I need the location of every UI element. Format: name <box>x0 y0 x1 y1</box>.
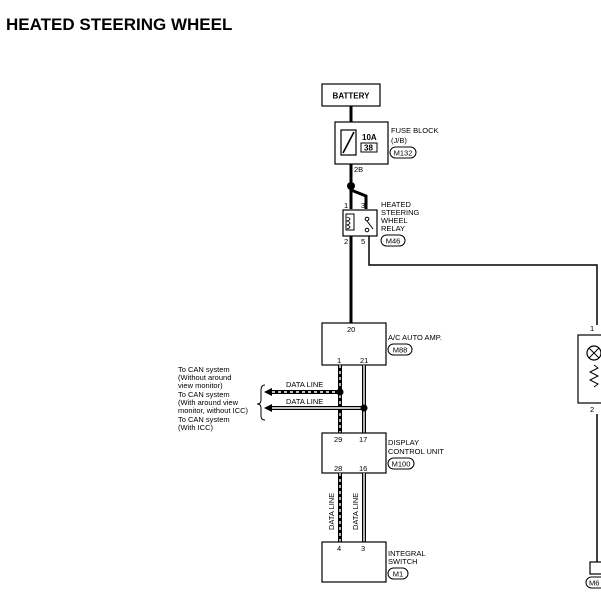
battery-block: BATTERY <box>321 83 381 107</box>
wire-splice-relay-pin3 <box>350 188 368 209</box>
ac-amp-block: 20 1 21 A/C AUTO AMP. M88 <box>321 322 442 366</box>
can-note-line-5: (With around view <box>178 398 239 407</box>
ac-amp-pin-21: 21 <box>360 356 368 365</box>
relay-coil-icon <box>345 213 355 231</box>
fuse-element <box>342 131 355 154</box>
wire-relay-right <box>368 236 598 325</box>
display-connector: M100 <box>392 460 411 469</box>
relay-name-4: RELAY <box>381 224 405 233</box>
battery-label: BATTERY <box>333 92 371 101</box>
fuse-connector: M132 <box>394 149 413 158</box>
display-pin-17: 17 <box>359 435 367 444</box>
can-notes: To CAN system (Without around view monit… <box>178 365 249 432</box>
fuse-amp: 10A <box>362 133 377 142</box>
relay-name-1: HEATED <box>381 200 411 209</box>
right-ground-box <box>589 561 601 575</box>
data-line-label-4: DATA LINE <box>351 493 360 530</box>
integral-switch-box <box>321 541 387 583</box>
switch-pin-4: 4 <box>337 544 341 553</box>
can-branches: DATA LINE DATA LINE <box>256 380 368 421</box>
fuse-number: 38 <box>364 144 373 153</box>
right-pin-2: 2 <box>590 405 594 414</box>
can-bus-lower: DATA LINE DATA LINE <box>327 473 366 542</box>
relay-switch-arm <box>366 220 374 230</box>
data-line-label-3: DATA LINE <box>327 493 336 530</box>
can-notes-brace <box>256 384 266 421</box>
can-note-line-6: monitor, without ICC) <box>178 406 249 415</box>
relay-block: 1 3 2 5 HEATED STEERING WHEEL RELAY M46 <box>342 200 420 247</box>
can-arrow-l-icon <box>264 388 272 396</box>
fuse-connector-oval <box>389 146 417 159</box>
right-connector: M6 <box>589 579 599 588</box>
ac-amp-box <box>321 322 387 366</box>
relay-contact-bottom <box>364 227 370 233</box>
fuse-number-box <box>360 142 378 153</box>
display-connector-oval <box>387 457 415 470</box>
can-note-line-4: To CAN system <box>178 390 230 399</box>
can-note-line-8: (With ICC) <box>178 423 213 432</box>
display-unit-box <box>321 432 387 474</box>
fuse-block: 10A 38 FUSE BLOCK (J/B) M132 2B <box>334 121 439 174</box>
splice-dot <box>347 182 355 190</box>
relay-pin-3: 3 <box>361 201 365 210</box>
integral-switch-block: 4 3 INTEGRAL SWITCH M1 <box>321 541 426 583</box>
fuse-block-name: FUSE BLOCK <box>391 126 439 135</box>
can-note-line-3: view monitor) <box>178 381 223 390</box>
relay-pin-5: 5 <box>361 237 365 246</box>
data-line-label-1: DATA LINE <box>286 380 323 389</box>
relay-name-2: STEERING <box>381 208 420 217</box>
can-splice-l <box>336 388 344 396</box>
can-splice-h <box>360 404 368 412</box>
display-pin-16: 16 <box>359 464 367 473</box>
heater-icon-x2 <box>588 347 600 359</box>
ac-amp-connector-oval <box>387 343 413 356</box>
relay-contact-top <box>364 216 370 222</box>
ac-amp-pin-1: 1 <box>337 356 341 365</box>
right-connector-oval <box>585 576 601 589</box>
relay-pin-2: 2 <box>344 237 348 246</box>
display-pin-29: 29 <box>334 435 342 444</box>
display-unit-block: 29 17 28 16 DISPLAY CONTROL UNIT M100 <box>321 432 444 474</box>
switch-pin-3: 3 <box>361 544 365 553</box>
fuse-out-pin: 2B <box>354 165 363 174</box>
switch-name-1: INTEGRAL <box>388 549 426 558</box>
can-note-line-2: (Without around <box>178 373 231 382</box>
data-line-label-2: DATA LINE <box>286 397 323 406</box>
relay-connector: M46 <box>386 237 401 246</box>
ac-amp-pin-20: 20 <box>347 325 355 334</box>
can-arrow-h-icon <box>264 404 272 412</box>
diagram-title: HEATED STEERING WHEEL <box>6 15 232 34</box>
display-name-1: DISPLAY <box>388 438 419 447</box>
relay-coil-winding <box>345 216 351 230</box>
ac-amp-name: A/C AUTO AMP. <box>388 333 442 342</box>
can-note-line-7: To CAN system <box>178 415 230 424</box>
right-component-box <box>577 334 601 404</box>
fuse-block-jb: (J/B) <box>391 136 407 145</box>
switch-connector: M1 <box>393 570 403 579</box>
display-name-2: CONTROL UNIT <box>388 447 444 456</box>
can-note-line-1: To CAN system <box>178 365 230 374</box>
right-pin-1: 1 <box>590 324 594 333</box>
resistor-icon <box>588 364 600 388</box>
switch-name-2: SWITCH <box>388 557 418 566</box>
relay-name-3: WHEEL <box>381 216 408 225</box>
display-pin-28: 28 <box>334 464 342 473</box>
can-bus-upper <box>338 365 366 433</box>
switch-connector-oval <box>387 567 409 580</box>
relay-connector-oval <box>380 234 406 247</box>
relay-pin-1: 1 <box>344 201 348 210</box>
ac-amp-connector: M88 <box>393 346 408 355</box>
right-component: 1 2 M6 <box>577 324 601 589</box>
